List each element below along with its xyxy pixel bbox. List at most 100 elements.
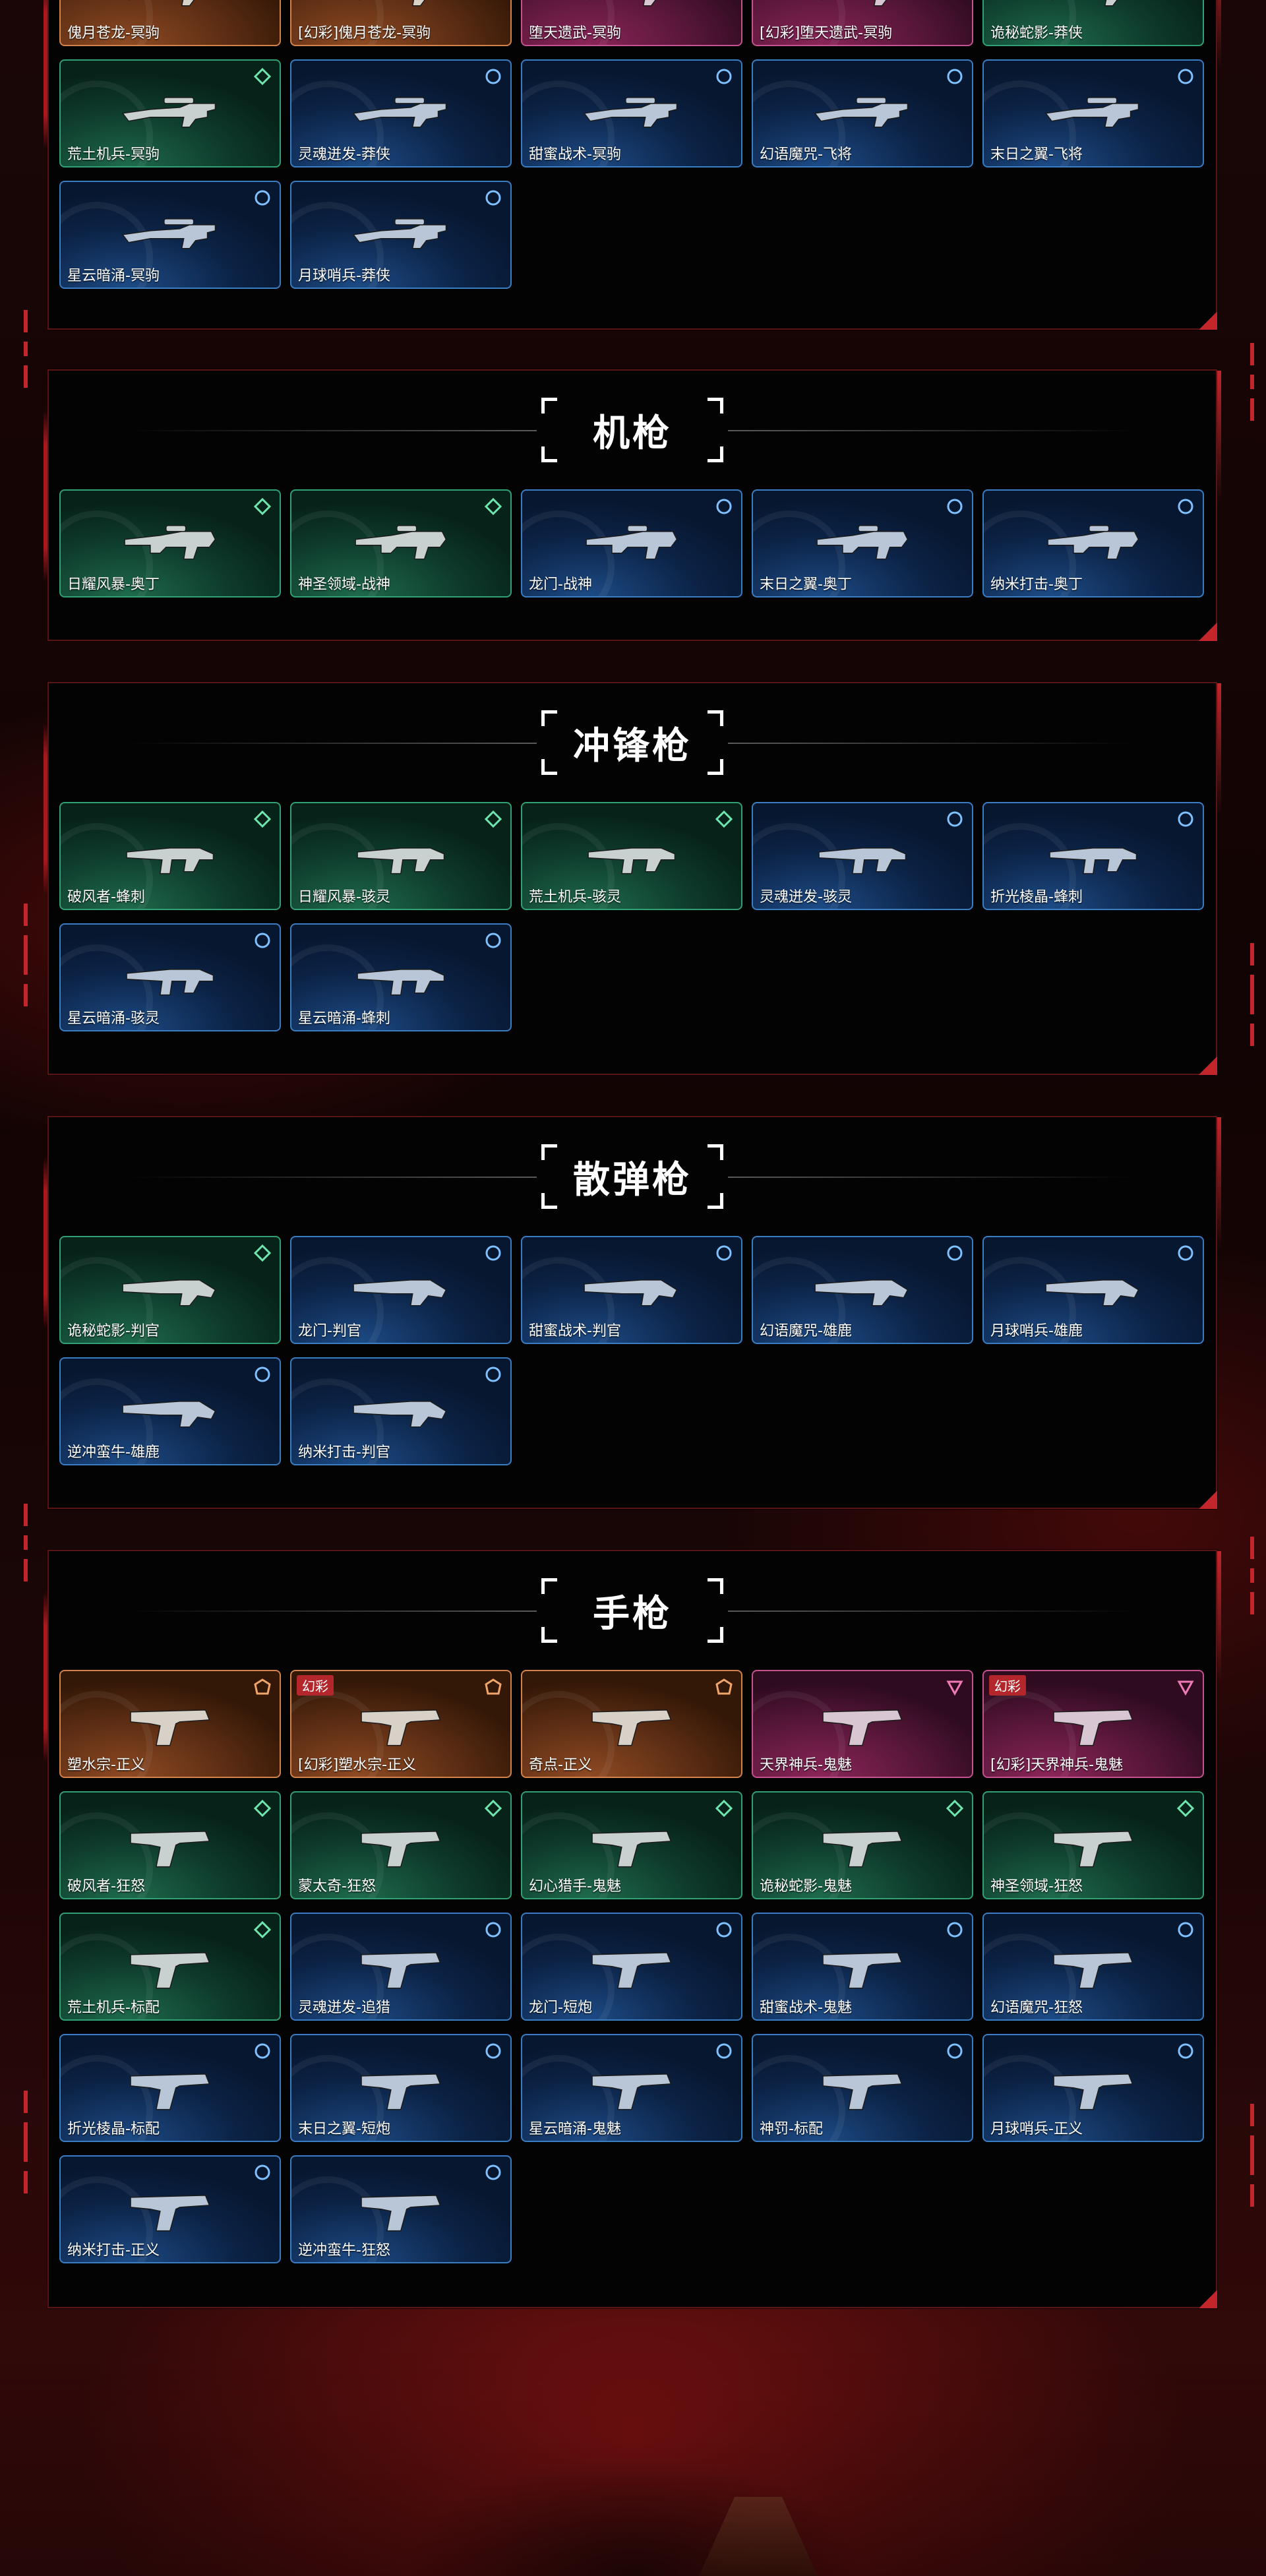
pistol-icon xyxy=(591,1709,672,1746)
weapon-name: 甜蜜战术-冥驹 xyxy=(529,146,621,163)
weapon-card[interactable]: 天界神兵-鬼魅 xyxy=(752,1670,973,1778)
weapon-card[interactable]: 末日之翼-短炮 xyxy=(290,2034,512,2142)
weapon-name: 幻语魔咒-飞将 xyxy=(760,146,852,163)
left-dash-ornament xyxy=(24,1504,28,1591)
weapon-card[interactable]: 神罚-标配 xyxy=(752,2034,973,2142)
weapon-card[interactable]: 蒙太奇-狂怒 xyxy=(290,1791,512,1899)
weapon-name: 奇点-正义 xyxy=(529,1757,592,1773)
corner-ornament xyxy=(1199,1057,1217,1075)
weapon-card[interactable]: 折光棱晶-蜂刺 xyxy=(982,802,1204,910)
smg-icon xyxy=(818,847,907,874)
weapon-card[interactable]: 星云暗涌-蜂刺 xyxy=(290,923,512,1031)
weapon-card[interactable]: 月球哨兵-雄鹿 xyxy=(982,1236,1204,1344)
weapon-card[interactable]: 逆冲蛮牛-狂怒 xyxy=(290,2155,512,2263)
weapon-name: 末日之翼-奥丁 xyxy=(760,576,852,593)
weapon-card[interactable]: 末日之翼-飞将 xyxy=(982,59,1204,168)
weapon-card[interactable]: 破风者-狂怒 xyxy=(59,1791,281,1899)
section-title: 散弹枪 xyxy=(573,1158,692,1202)
weapon-card[interactable]: 破风者-蜂刺 xyxy=(59,802,281,910)
weapon-card[interactable]: [幻彩]傀月苍龙-冥驹 xyxy=(290,0,512,46)
weapon-card[interactable]: 傀月苍龙-冥驹 xyxy=(59,0,281,46)
weapon-card[interactable]: 堕天遗武-冥驹 xyxy=(521,0,742,46)
weapon-card[interactable]: 幻语魔咒-雄鹿 xyxy=(752,1236,973,1344)
weapon-name: 纳米打击-奥丁 xyxy=(990,576,1083,593)
rarity-blue-icon xyxy=(255,2043,270,2059)
weapon-card[interactable]: 纳米打击-正义 xyxy=(59,2155,281,2263)
weapon-name: 逆冲蛮牛-雄鹿 xyxy=(67,1444,160,1461)
weapon-card[interactable]: 纳米打击-判官 xyxy=(290,1357,512,1465)
weapon-grid: 塑水宗-正义幻彩[幻彩]塑水宗-正义奇点-正义 天界神兵-鬼魅幻彩[幻彩]天界神兵… xyxy=(49,1670,1216,2291)
weapon-grid: 傀月苍龙-冥驹 [幻彩]傀月苍龙-冥驹 堕天遗武-冥驹[幻彩]堕天遗武-冥驹诡秘蛇影… xyxy=(49,0,1216,317)
sniper-rifle-icon xyxy=(121,97,216,128)
weapon-card[interactable]: 诡秘蛇影-莽侠 xyxy=(982,0,1204,46)
shotgun-icon xyxy=(122,1401,216,1428)
weapon-card[interactable]: [幻彩]堕天遗武-冥驹 xyxy=(752,0,973,46)
weapon-card[interactable]: 龙门-短炮 xyxy=(521,1913,742,2021)
pistol-icon xyxy=(361,1831,441,1868)
weapon-card[interactable]: 月球哨兵-正义 xyxy=(982,2034,1204,2142)
weapon-card[interactable]: 奇点-正义 xyxy=(521,1670,742,1778)
pistol-icon xyxy=(130,2195,210,2232)
weapon-card[interactable]: 日耀风暴-骇灵 xyxy=(290,802,512,910)
rarity-green-icon xyxy=(1176,1799,1195,1818)
rarity-blue-icon xyxy=(1178,811,1193,827)
weapon-card[interactable]: 灵魂迸发-骇灵 xyxy=(752,802,973,910)
weapon-card[interactable]: 诡秘蛇影-鬼魅 xyxy=(752,1791,973,1899)
rarity-pink-icon xyxy=(946,1680,963,1696)
section-header: 手枪 xyxy=(49,1551,1216,1670)
rarity-blue-icon xyxy=(947,1245,963,1261)
header-line xyxy=(728,1610,1137,1612)
rarity-green-icon xyxy=(946,1799,964,1818)
weapon-card[interactable]: 甜蜜战术-冥驹 xyxy=(521,59,742,168)
weapon-card[interactable]: 逆冲蛮牛-雄鹿 xyxy=(59,1357,281,1465)
weapon-card[interactable]: 幻彩[幻彩]天界神兵-鬼魅 xyxy=(982,1670,1204,1778)
weapon-name: 纳米打击-正义 xyxy=(67,2242,160,2259)
weapon-card[interactable]: 折光棱晶-标配 xyxy=(59,2034,281,2142)
weapon-name: 灵魂迸发-骇灵 xyxy=(760,889,852,905)
weapon-card[interactable]: 荒土机兵-标配 xyxy=(59,1913,281,2021)
rarity-blue-icon xyxy=(255,2164,270,2180)
weapon-card[interactable]: 日耀风暴-奥丁 xyxy=(59,489,281,598)
title-frame: 手枪 xyxy=(541,1578,723,1643)
weapon-card[interactable]: 末日之翼-奥丁 xyxy=(752,489,973,598)
weapon-card[interactable]: 神圣领域-战神 xyxy=(290,489,512,598)
weapon-card[interactable]: 龙门-判官 xyxy=(290,1236,512,1344)
weapon-card[interactable]: 星云暗涌-冥驹 xyxy=(59,181,281,289)
weapon-card[interactable]: 幻彩[幻彩]塑水宗-正义 xyxy=(290,1670,512,1778)
rarity-blue-icon xyxy=(485,1922,501,1938)
weapon-card[interactable]: 星云暗涌-鬼魅 xyxy=(521,2034,742,2142)
weapon-card[interactable]: 甜蜜战术-判官 xyxy=(521,1236,742,1344)
weapon-card[interactable]: 月球哨兵-莽侠 xyxy=(290,181,512,289)
rarity-blue-icon xyxy=(485,190,501,206)
header-line xyxy=(728,1177,1137,1178)
weapon-card[interactable]: 荒土机兵-骇灵 xyxy=(521,802,742,910)
weapon-card[interactable]: 星云暗涌-骇灵 xyxy=(59,923,281,1031)
rarity-green-icon xyxy=(484,1799,502,1818)
pistol-icon xyxy=(1053,2073,1133,2110)
weapon-card[interactable]: 幻心猎手-鬼魅 xyxy=(521,1791,742,1899)
rarity-green-icon xyxy=(253,1920,272,1939)
weapon-card[interactable]: 纳米打击-奥丁 xyxy=(982,489,1204,598)
title-frame: 冲锋枪 xyxy=(541,710,723,775)
rarity-blue-icon xyxy=(947,499,963,514)
rarity-blue-icon xyxy=(1178,1922,1193,1938)
weapon-card[interactable]: 神圣领域-狂怒 xyxy=(982,1791,1204,1899)
weapon-card[interactable]: 灵魂迸发-莽侠 xyxy=(290,59,512,168)
weapon-card[interactable]: 灵魂迸发-追猎 xyxy=(290,1913,512,2021)
weapon-card[interactable]: 荒土机兵-冥驹 xyxy=(59,59,281,168)
weapon-name: 折光棱晶-蜂刺 xyxy=(990,889,1083,905)
section-smg: 冲锋枪 破风者-蜂刺日耀风暴-骇灵荒土机兵-骇灵灵魂迸发-骇灵 折光棱晶-蜂刺星云… xyxy=(44,682,1221,1075)
weapon-card[interactable]: 塑水宗-正义 xyxy=(59,1670,281,1778)
weapon-card[interactable]: 龙门-战神 xyxy=(521,489,742,598)
pistol-icon xyxy=(361,1952,441,1989)
weapon-name: 神圣领域-战神 xyxy=(298,576,390,593)
weapon-card[interactable]: 诡秘蛇影-判官 xyxy=(59,1236,281,1344)
section-pistol: 手枪 塑水宗-正义幻彩[幻彩]塑水宗-正义奇点-正义 天界神兵-鬼魅幻彩[幻彩]天… xyxy=(44,1550,1221,2308)
weapon-name: [幻彩]傀月苍龙-冥驹 xyxy=(298,25,431,42)
rarity-blue-icon xyxy=(947,1922,963,1938)
weapon-card[interactable]: 幻语魔咒-狂怒 xyxy=(982,1913,1204,2021)
rarity-blue-icon xyxy=(1178,1245,1193,1261)
weapon-card[interactable]: 幻语魔咒-飞将 xyxy=(752,59,973,168)
sniper-rifle-icon xyxy=(589,0,657,7)
weapon-card[interactable]: 甜蜜战术-鬼魅 xyxy=(752,1913,973,2021)
